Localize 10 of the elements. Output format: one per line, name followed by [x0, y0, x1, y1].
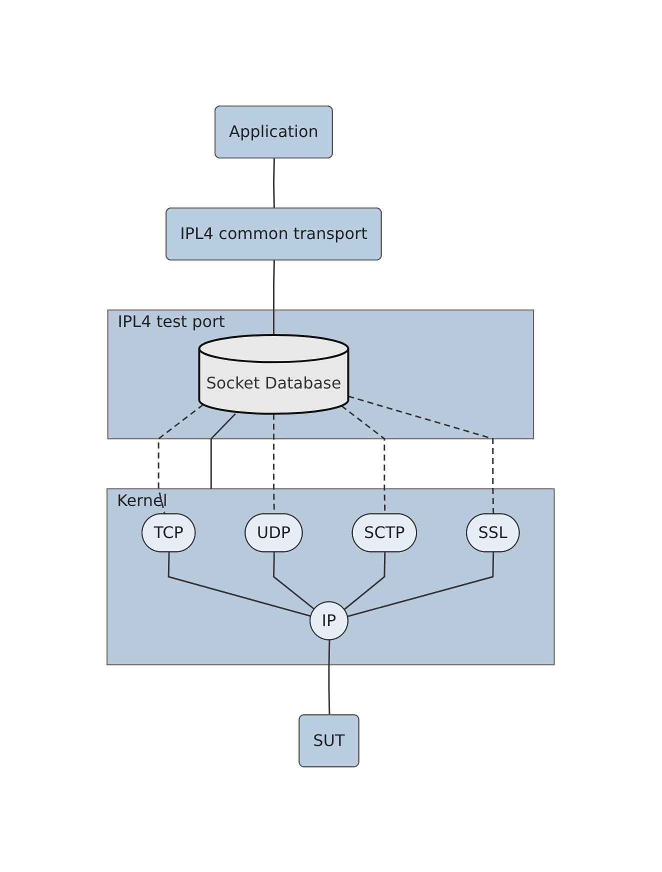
connector	[273, 552, 316, 610]
connector	[168, 552, 312, 617]
connector	[273, 158, 276, 208]
connector	[273, 260, 276, 335]
connector	[348, 552, 495, 617]
connector	[210, 412, 236, 488]
connector	[328, 640, 331, 715]
connector	[158, 404, 204, 514]
connector	[344, 552, 386, 610]
connector	[348, 395, 495, 514]
